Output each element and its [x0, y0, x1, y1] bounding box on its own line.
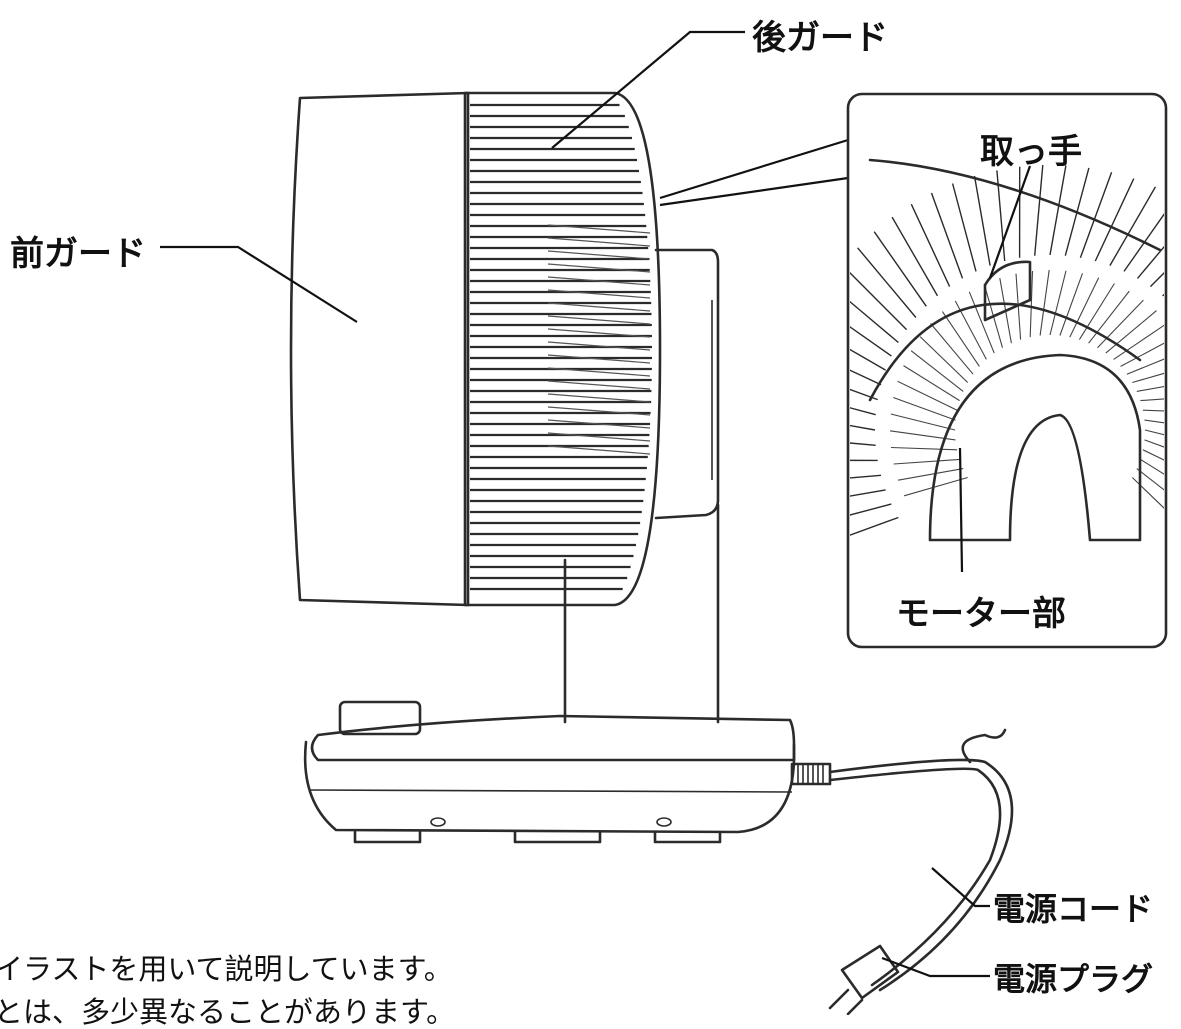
callout-line	[660, 178, 848, 205]
rear-guard-fins	[470, 105, 652, 589]
zoom-fin	[953, 184, 976, 272]
zoom-fin	[911, 204, 949, 286]
zoom-inner-fin	[1140, 396, 1181, 401]
leader-line	[960, 448, 962, 572]
zoom-inner-fin	[904, 366, 960, 401]
zoom-inner-fin	[1121, 335, 1179, 366]
zoom-detail	[785, 160, 1181, 576]
zoom-fin	[892, 217, 937, 296]
blade-hatch	[548, 381, 650, 389]
zoom-inner-fin	[904, 478, 968, 496]
blade-hatch	[548, 316, 650, 324]
zoom-fin	[1124, 197, 1176, 271]
zoom-fin	[813, 518, 898, 549]
callout-line	[660, 140, 848, 198]
label-rear-guard: 後ガード	[752, 10, 888, 59]
label-front-guard: 前ガード	[10, 226, 146, 275]
zoom-inner-fin	[1145, 430, 1181, 446]
base-hole	[657, 818, 671, 826]
stand-body	[656, 250, 718, 518]
base-hole	[431, 818, 445, 826]
zoom-fin	[842, 265, 906, 329]
plug-prong	[848, 1000, 862, 1014]
zoom-inner-fin	[1114, 322, 1169, 359]
power-cord-loop	[963, 730, 1005, 762]
zoom-inner-fin	[898, 469, 963, 481]
zoom-fin	[1110, 187, 1156, 266]
zoom-fin	[792, 368, 877, 399]
note-line-2: とは、多少異なることがあります。	[0, 998, 455, 1027]
zoom-inner-fin	[1040, 270, 1049, 336]
zoom-inner-fin	[1143, 410, 1181, 412]
label-power-plug: 電源プラグ	[993, 954, 1153, 1000]
leader-line	[160, 247, 357, 322]
zoom-guard-ring	[870, 304, 1140, 400]
plug-prong	[830, 990, 848, 1008]
zoom-fin	[786, 414, 876, 430]
zoom-inner-fin	[894, 459, 960, 464]
zoom-fin	[799, 346, 881, 385]
base-edge	[310, 790, 792, 792]
zoom-fin	[807, 325, 886, 371]
front-guard-shape	[291, 93, 468, 605]
zoom-fin	[1174, 254, 1181, 306]
zoom-fin	[829, 284, 899, 343]
zoom-inner-fin	[1132, 364, 1181, 382]
label-power-cord: 電源コード	[993, 884, 1153, 930]
zoom-fin	[1095, 179, 1134, 261]
base-body	[305, 742, 794, 832]
zoom-inner-fin	[898, 381, 958, 410]
zoom-fin	[858, 248, 916, 318]
blade-hatch	[548, 394, 650, 402]
zoom-guard-fins	[785, 165, 1181, 576]
label-handle: 取っ手	[980, 124, 1082, 173]
zoom-fin	[790, 475, 881, 483]
label-motor: モーター部	[896, 586, 1066, 635]
base-top	[312, 716, 794, 760]
zoom-inner-fin	[942, 312, 979, 367]
leader-line	[552, 32, 745, 148]
base-feet	[355, 832, 720, 842]
blade-hatch	[548, 303, 650, 311]
zoom-fin	[785, 437, 876, 445]
zoom-inner-fin	[891, 448, 957, 450]
zoom-fin	[1050, 166, 1066, 256]
zoom-box	[848, 94, 1166, 647]
power-cord-line	[830, 760, 1012, 990]
zoom-fin	[1035, 165, 1043, 256]
power-cord-line	[830, 769, 1000, 985]
blade-hatch	[548, 251, 650, 259]
zoom-inner-fin	[1140, 459, 1181, 494]
zoom-fin	[975, 176, 991, 266]
zoom-inner-fin	[1127, 349, 1181, 374]
zoom-inner-fin	[1070, 278, 1099, 338]
note-line-1: イラストを用いて説明しています。	[0, 955, 453, 984]
blade-hatch	[548, 446, 650, 454]
zoom-fin	[796, 490, 886, 506]
zoom-fin	[817, 304, 891, 356]
zoom-inner-fin	[1145, 420, 1181, 429]
zoom-fin	[874, 232, 926, 307]
blade-hatch	[548, 238, 650, 246]
zoom-inner-fin	[969, 292, 994, 353]
cord-strain-relief-ribs	[798, 764, 823, 784]
zoom-inner-fin	[1137, 380, 1181, 392]
